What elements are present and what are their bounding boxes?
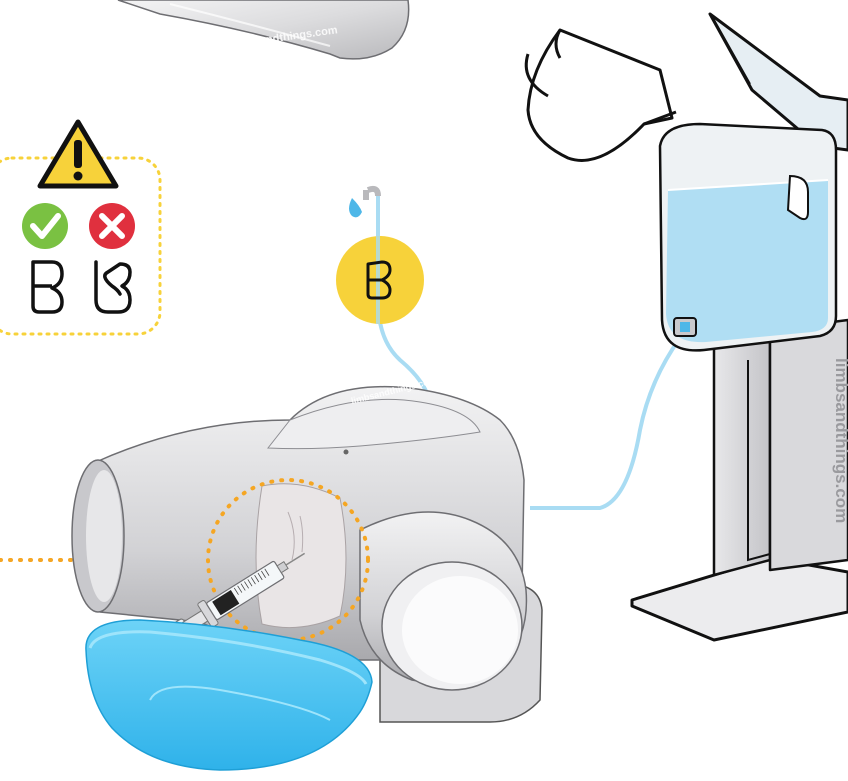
check-circle-icon	[22, 203, 68, 249]
cross-circle-icon	[89, 203, 135, 249]
warning-panel	[0, 119, 162, 336]
top-model-partial: limbsandthings.com	[117, 0, 410, 60]
watermark-stand: limbsandthings.com	[832, 358, 848, 523]
kidney-bowl	[85, 619, 373, 771]
clamp-closed-icon	[366, 260, 392, 300]
clamp-closed-icon	[31, 260, 64, 314]
warning-triangle-icon	[37, 119, 119, 189]
clamp-badge	[336, 236, 424, 324]
callout-dotted-circle	[206, 478, 370, 642]
clamp-open-icon	[94, 260, 132, 314]
reservoir-stand: limbsandthings.com	[630, 12, 848, 642]
droplet	[349, 198, 362, 218]
